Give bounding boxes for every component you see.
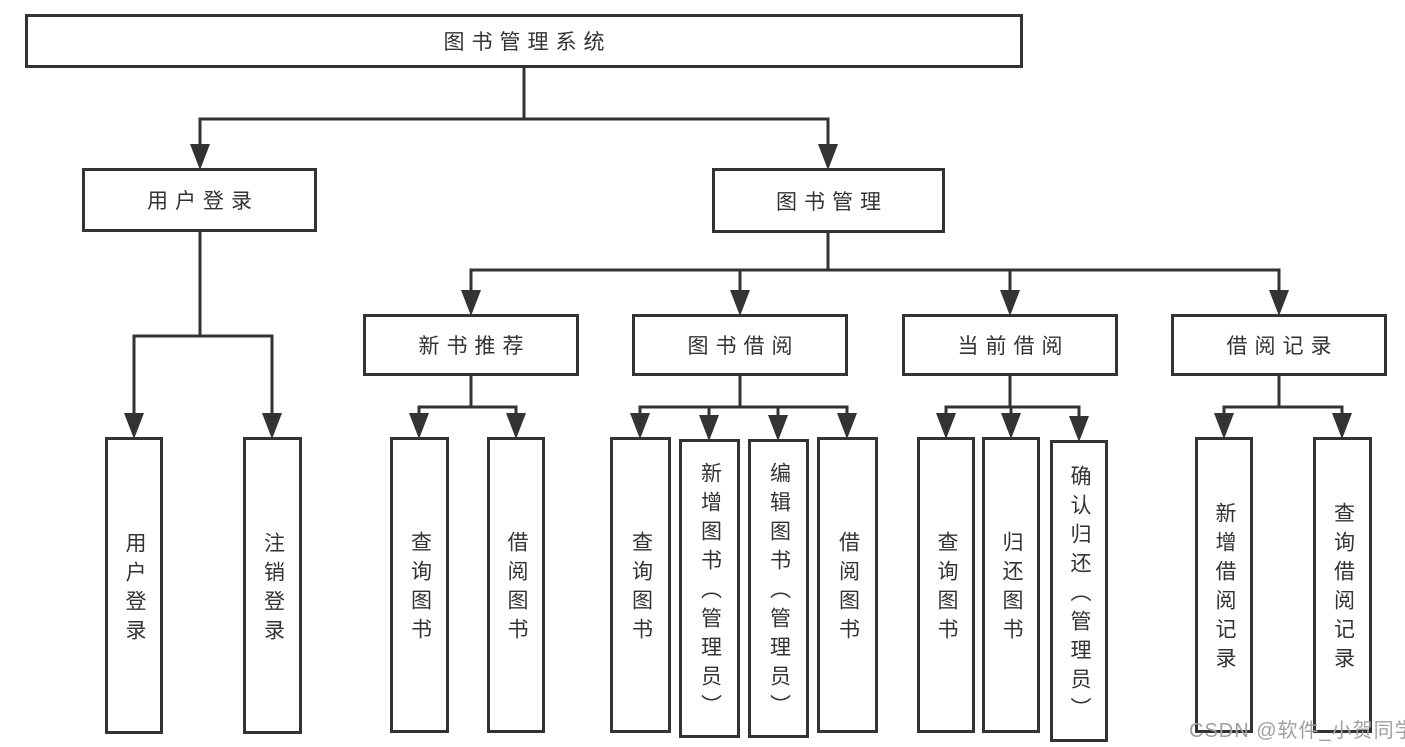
- leaf-label: 注销登录: [261, 531, 285, 648]
- leaf-borrowing-borrow-books: 借阅图书: [817, 437, 878, 733]
- leaf-current-query-books: 查询图书: [917, 437, 975, 733]
- leaf-label: 新增图书（管理员）: [698, 462, 722, 723]
- leaf-borrowing-add-books-admin: 新增图书（管理员）: [679, 439, 740, 738]
- leaf-label: 借阅图书: [505, 531, 528, 647]
- leaf-label: 查询图书: [629, 531, 653, 647]
- leaf-label: 编辑图书（管理员）: [767, 462, 791, 723]
- node-new-book-recommendation: 新书推荐: [363, 314, 579, 376]
- leaf-label: 归还图书: [1000, 531, 1023, 647]
- leaf-recommend-query-books: 查询图书: [390, 437, 449, 733]
- leaf-user-login: 用户登录: [105, 437, 163, 734]
- leaf-label: 借阅图书: [836, 531, 860, 647]
- leaf-borrowing-edit-books-admin: 编辑图书（管理员）: [748, 439, 809, 738]
- node-label: 当前借阅: [957, 335, 1070, 358]
- node-root: 图书管理系统: [25, 14, 1023, 68]
- node-user-login: 用户登录: [82, 168, 317, 232]
- node-borrowing-records: 借阅记录: [1171, 314, 1387, 376]
- node-label: 借阅记录: [1226, 335, 1339, 358]
- arrowheads: [124, 144, 1352, 442]
- leaf-recommend-borrow-books: 借阅图书: [487, 437, 545, 733]
- node-label: 图书管理系统: [443, 31, 612, 54]
- leaf-current-return-books: 归还图书: [982, 437, 1040, 733]
- leaf-label: 新增借阅记录: [1213, 502, 1236, 676]
- leaf-logout: 注销登录: [243, 437, 302, 734]
- leaf-label: 查询图书: [935, 531, 958, 647]
- leaf-current-confirm-return-admin: 确认归还（管理员）: [1050, 440, 1108, 742]
- leaf-records-add-record: 新增借阅记录: [1195, 437, 1253, 733]
- leaf-records-query-record: 查询借阅记录: [1313, 437, 1372, 733]
- leaf-label: 用户登录: [123, 531, 146, 648]
- node-book-management: 图书管理: [712, 168, 945, 233]
- node-label: 新书推荐: [418, 335, 531, 358]
- leaf-label: 查询图书: [408, 531, 432, 647]
- leaf-label: 查询借阅记录: [1331, 502, 1355, 676]
- node-current-borrowing: 当前借阅: [902, 314, 1118, 376]
- node-label: 用户登录: [147, 190, 259, 213]
- csdn-watermark: CSDN @软件_小贺同学: [1189, 720, 1405, 742]
- leaf-label: 确认归还（管理员）: [1068, 464, 1091, 726]
- leaf-borrowing-query-books: 查询图书: [610, 437, 671, 733]
- node-label: 图书借阅: [687, 335, 800, 358]
- node-book-borrowing: 图书借阅: [632, 314, 848, 376]
- node-label: 图书管理: [776, 190, 888, 214]
